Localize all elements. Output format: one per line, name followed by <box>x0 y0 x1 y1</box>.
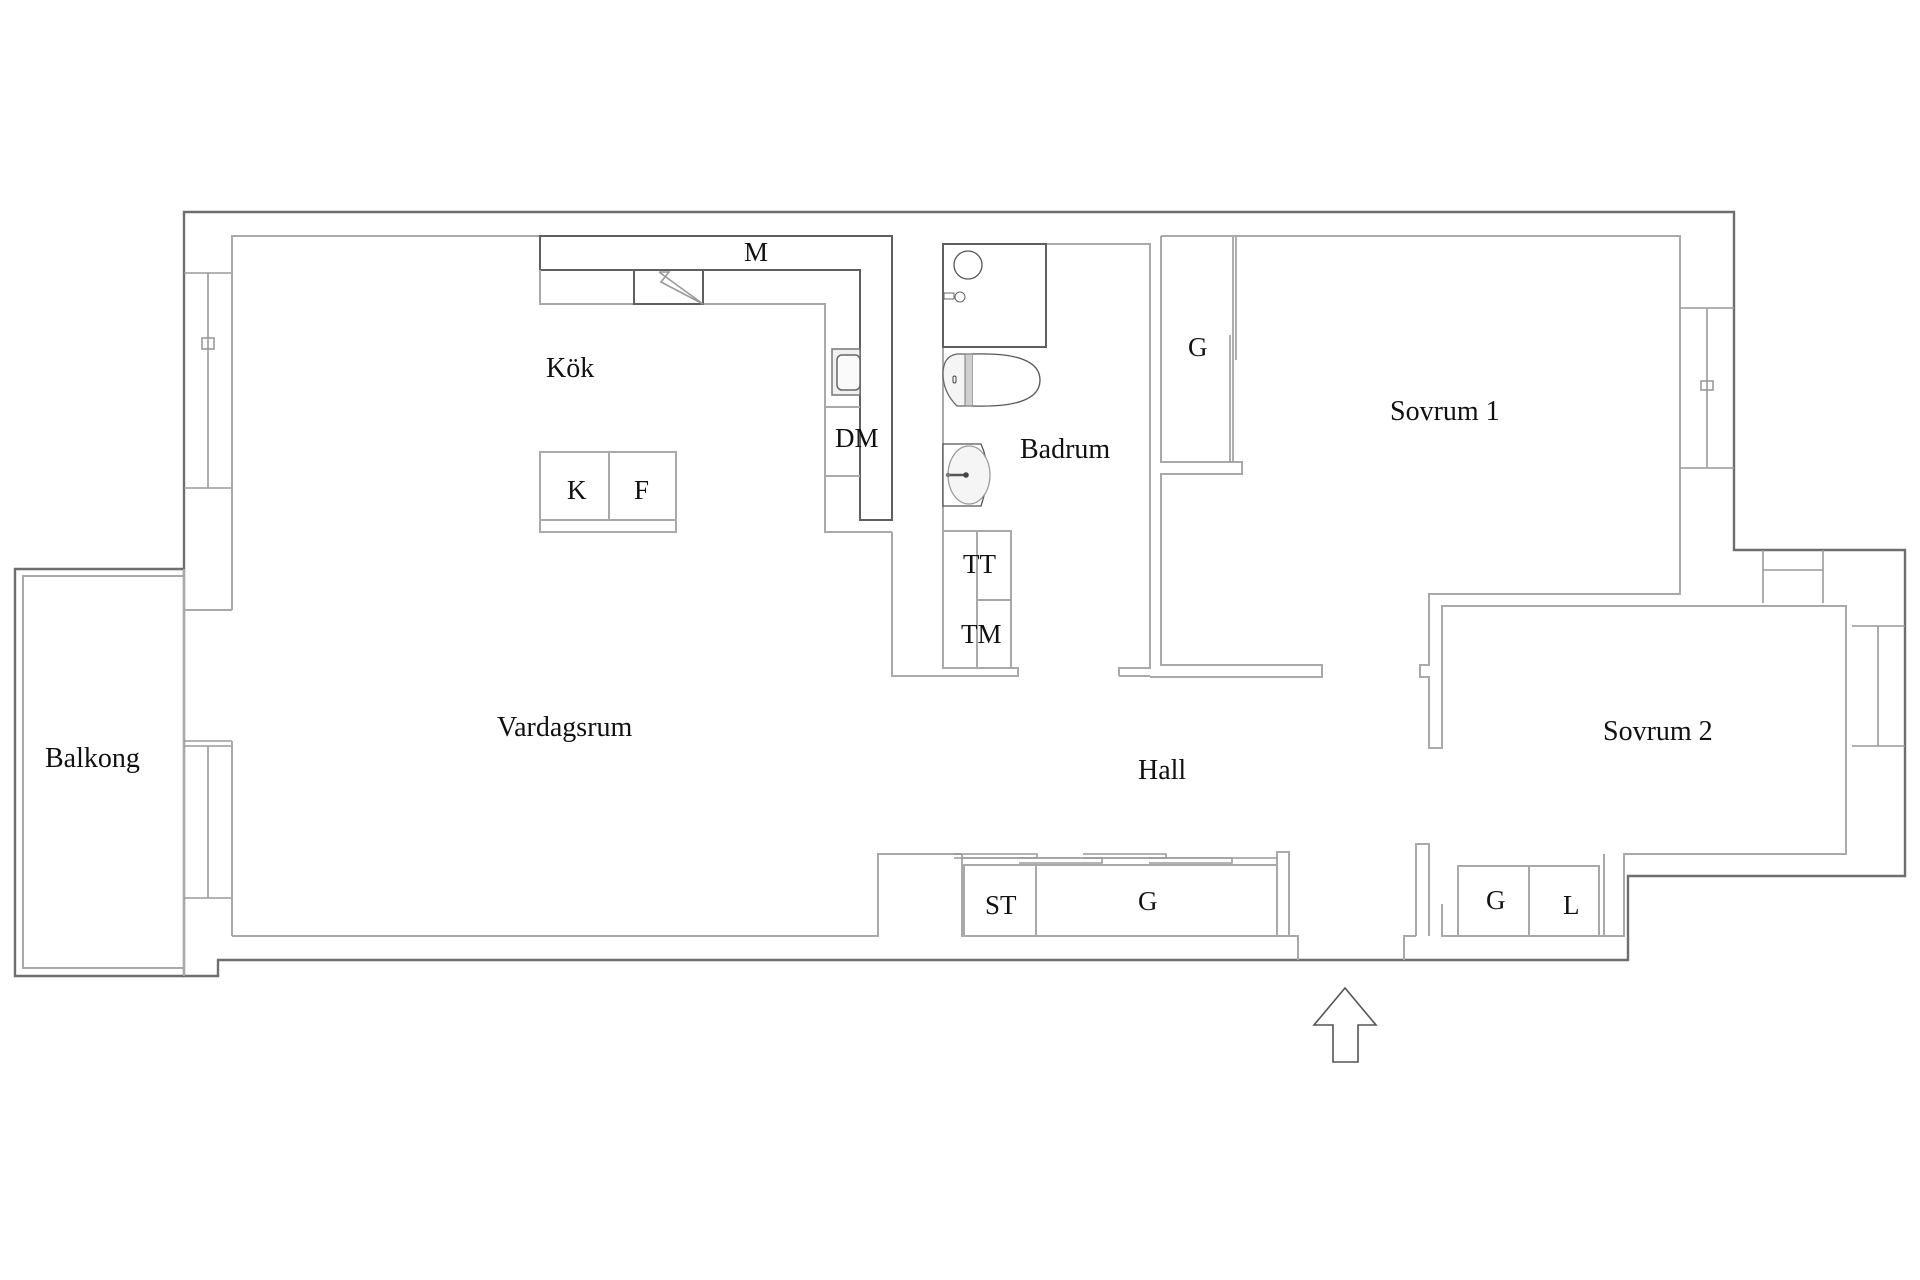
hall-wardrobes <box>954 843 1605 960</box>
stove-hood <box>633 269 704 305</box>
fixture-label-wardrobe-sovrum2: G <box>1486 885 1506 915</box>
fixture-label-storage-hall: ST <box>985 890 1017 920</box>
shower-icon <box>942 243 1047 348</box>
fixture-label-fridge: K <box>567 475 587 505</box>
inner-walls-bedroom1 <box>1149 235 1847 937</box>
fixture-label-freezer: F <box>634 475 649 505</box>
kitchen-counter <box>539 235 893 533</box>
inner-walls-living <box>184 235 962 937</box>
room-label-sovrum1: Sovrum 1 <box>1390 396 1500 427</box>
entrance-arrow-icon <box>1312 986 1378 1063</box>
fixture-label-dishwasher: DM <box>835 423 879 453</box>
bathroom-fixtures <box>942 243 1047 669</box>
window-bedroom2 <box>1852 625 1905 747</box>
fixture-label-microwave: M <box>744 237 768 267</box>
fixture-label-linen-closet: L <box>1563 890 1580 920</box>
room-label-kok: Kök <box>546 353 594 384</box>
toilet-icon <box>942 353 1041 407</box>
fixture-label-dryer: TT <box>963 549 996 579</box>
window-left-upper <box>184 272 232 489</box>
outer-walls <box>13 210 1907 978</box>
fixture-label-wardrobe-hall: G <box>1138 886 1158 916</box>
window-handle-icon <box>1700 380 1714 391</box>
room-label-badrum: Badrum <box>1020 434 1110 465</box>
room-label-sovrum2: Sovrum 2 <box>1603 716 1713 747</box>
window-hall-corner <box>1762 550 1824 603</box>
balcony-door <box>184 740 232 899</box>
window-handle-icon <box>201 337 215 350</box>
kitchen-sink-icon <box>831 348 861 396</box>
room-label-balkong: Balkong <box>45 743 140 774</box>
range-hood-icon <box>658 271 704 305</box>
window-bedroom1 <box>1680 307 1734 469</box>
room-label-hall: Hall <box>1138 755 1186 786</box>
washbasin-icon <box>942 443 991 507</box>
fixture-label-wardrobe-sovrum1: G <box>1188 332 1208 362</box>
balcony <box>22 569 185 976</box>
room-label-vardagsrum: Vardagsrum <box>497 712 633 743</box>
fixture-label-washer: TM <box>961 619 1002 649</box>
